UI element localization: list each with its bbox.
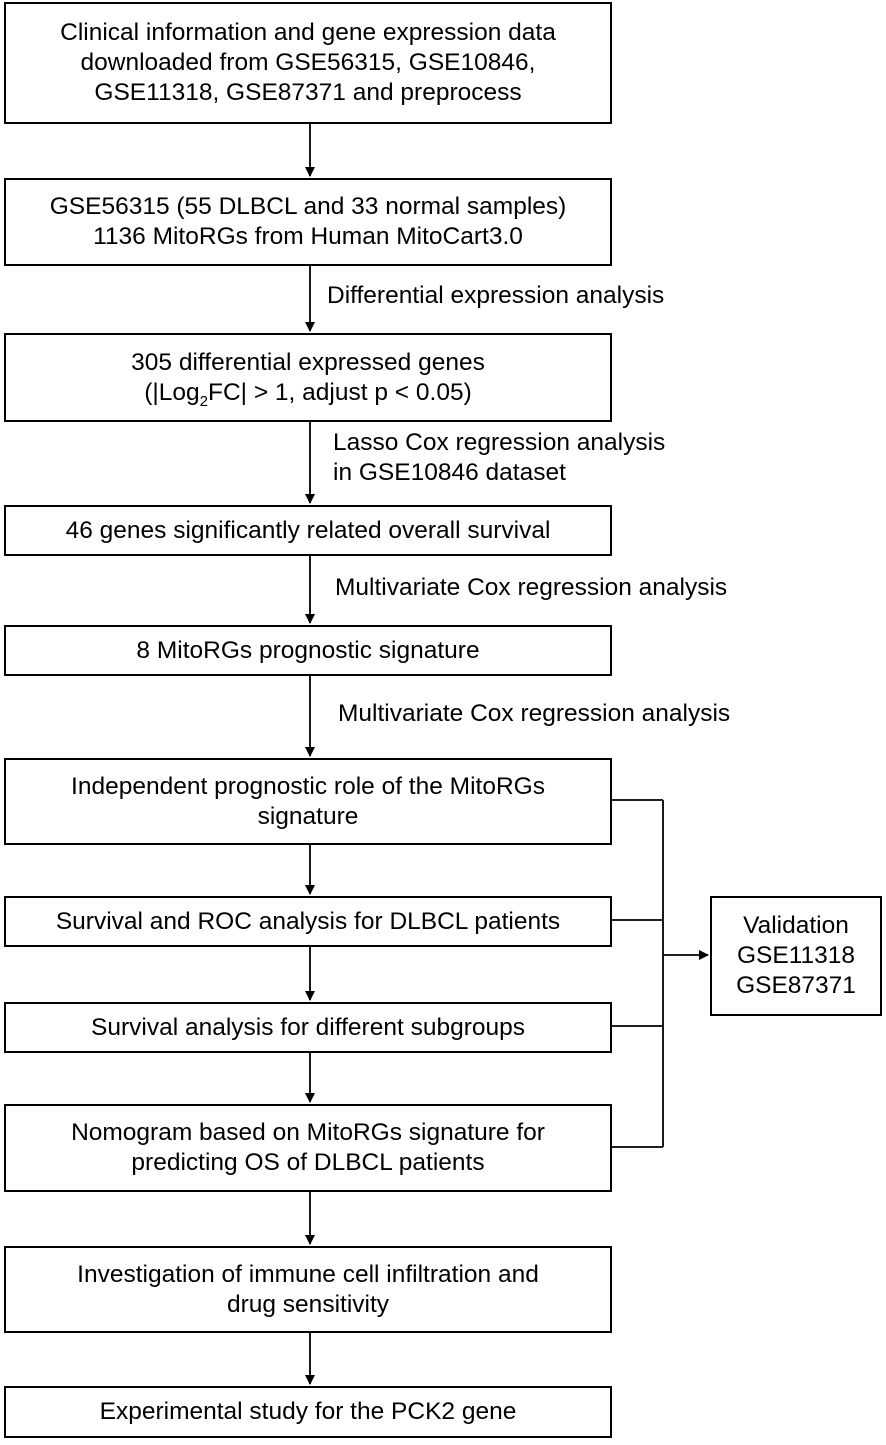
edge-label-multivariate-cox-1: Multivariate Cox regression analysis <box>335 573 727 603</box>
step-immune-infiltration: Investigation of immune cell infiltratio… <box>4 1246 612 1333</box>
step-survival-genes: 46 genes significantly related overall s… <box>4 505 612 556</box>
step-differential-genes: 305 differential expressed genes (|Log2F… <box>4 333 612 422</box>
step-dataset-mitorgs: GSE56315 (55 DLBCL and 33 normal samples… <box>4 178 612 266</box>
step-text-line: drug sensitivity <box>226 1290 390 1318</box>
step-text-line: signature <box>257 802 359 830</box>
step-text-line-formula: (|Log2FC| > 1, adjust p < 0.05) <box>144 378 472 410</box>
formula-part: (|Log <box>144 378 200 406</box>
step-data-collection: Clinical information and gene expression… <box>4 2 612 124</box>
edge-label-line: Multivariate Cox regression analysis <box>338 700 731 727</box>
validation-text-line: GSE11318 <box>736 942 856 969</box>
step-text-line: Nomogram based on MitoRGs signature for <box>71 1119 545 1146</box>
step-text-line: 46 genes significantly related overall s… <box>65 516 551 544</box>
edge-label-line: in GSE10846 dataset <box>333 459 566 486</box>
step-text-line: Independent prognostic role of the MitoR… <box>71 772 545 800</box>
validation-box: Validation GSE11318 GSE87371 <box>710 896 882 1016</box>
step-independent-role: Independent prognostic role of the MitoR… <box>4 758 612 845</box>
formula-subscript: 2 <box>199 392 208 410</box>
step-text-line: predicting OS of DLBCL patients <box>131 1149 485 1176</box>
step-text-line: Survival analysis for different subgroup… <box>91 1013 525 1041</box>
step-text-line: 8 MitoRGs prognostic signature <box>136 636 480 664</box>
step-text-line: GSE11318, GSE87371 and preprocess <box>94 79 522 106</box>
edge-label-lasso-cox: Lasso Cox regression analysis in GSE1084… <box>333 428 665 488</box>
validation-text-line: Validation <box>743 912 849 939</box>
step-pck2-experiment: Experimental study for the PCK2 gene <box>4 1386 612 1438</box>
step-prognostic-signature: 8 MitoRGs prognostic signature <box>4 625 612 676</box>
step-text-line: Experimental study for the PCK2 gene <box>99 1398 517 1425</box>
edge-label-multivariate-cox-2: Multivariate Cox regression analysis <box>338 699 730 729</box>
step-text-line: GSE56315 (55 DLBCL and 33 normal samples… <box>49 193 567 220</box>
step-text-line: Survival and ROC analysis for DLBCL pati… <box>55 907 561 935</box>
step-text-line: 1136 MitoRGs from Human MitoCart3.0 <box>93 223 523 250</box>
step-subgroup-survival: Survival analysis for different subgroup… <box>4 1002 612 1053</box>
formula-part: FC| > 1, adjust p < 0.05) <box>207 378 472 406</box>
step-text-line: Clinical information and gene expression… <box>60 19 556 46</box>
step-survival-roc: Survival and ROC analysis for DLBCL pati… <box>4 896 612 947</box>
step-nomogram: Nomogram based on MitoRGs signature for … <box>4 1104 612 1192</box>
step-text-line: downloaded from GSE56315, GSE10846, <box>80 49 536 76</box>
edge-label-line: Lasso Cox regression analysis <box>333 429 666 456</box>
edge-label-line: Multivariate Cox regression analysis <box>335 574 728 601</box>
step-text-line: 305 differential expressed genes <box>131 348 485 376</box>
step-text-line: Investigation of immune cell infiltratio… <box>77 1260 539 1288</box>
edge-label-line: Differential expression analysis <box>327 282 665 309</box>
edge-label-differential-expression: Differential expression analysis <box>327 281 664 311</box>
validation-text-line: GSE87371 <box>736 972 856 999</box>
